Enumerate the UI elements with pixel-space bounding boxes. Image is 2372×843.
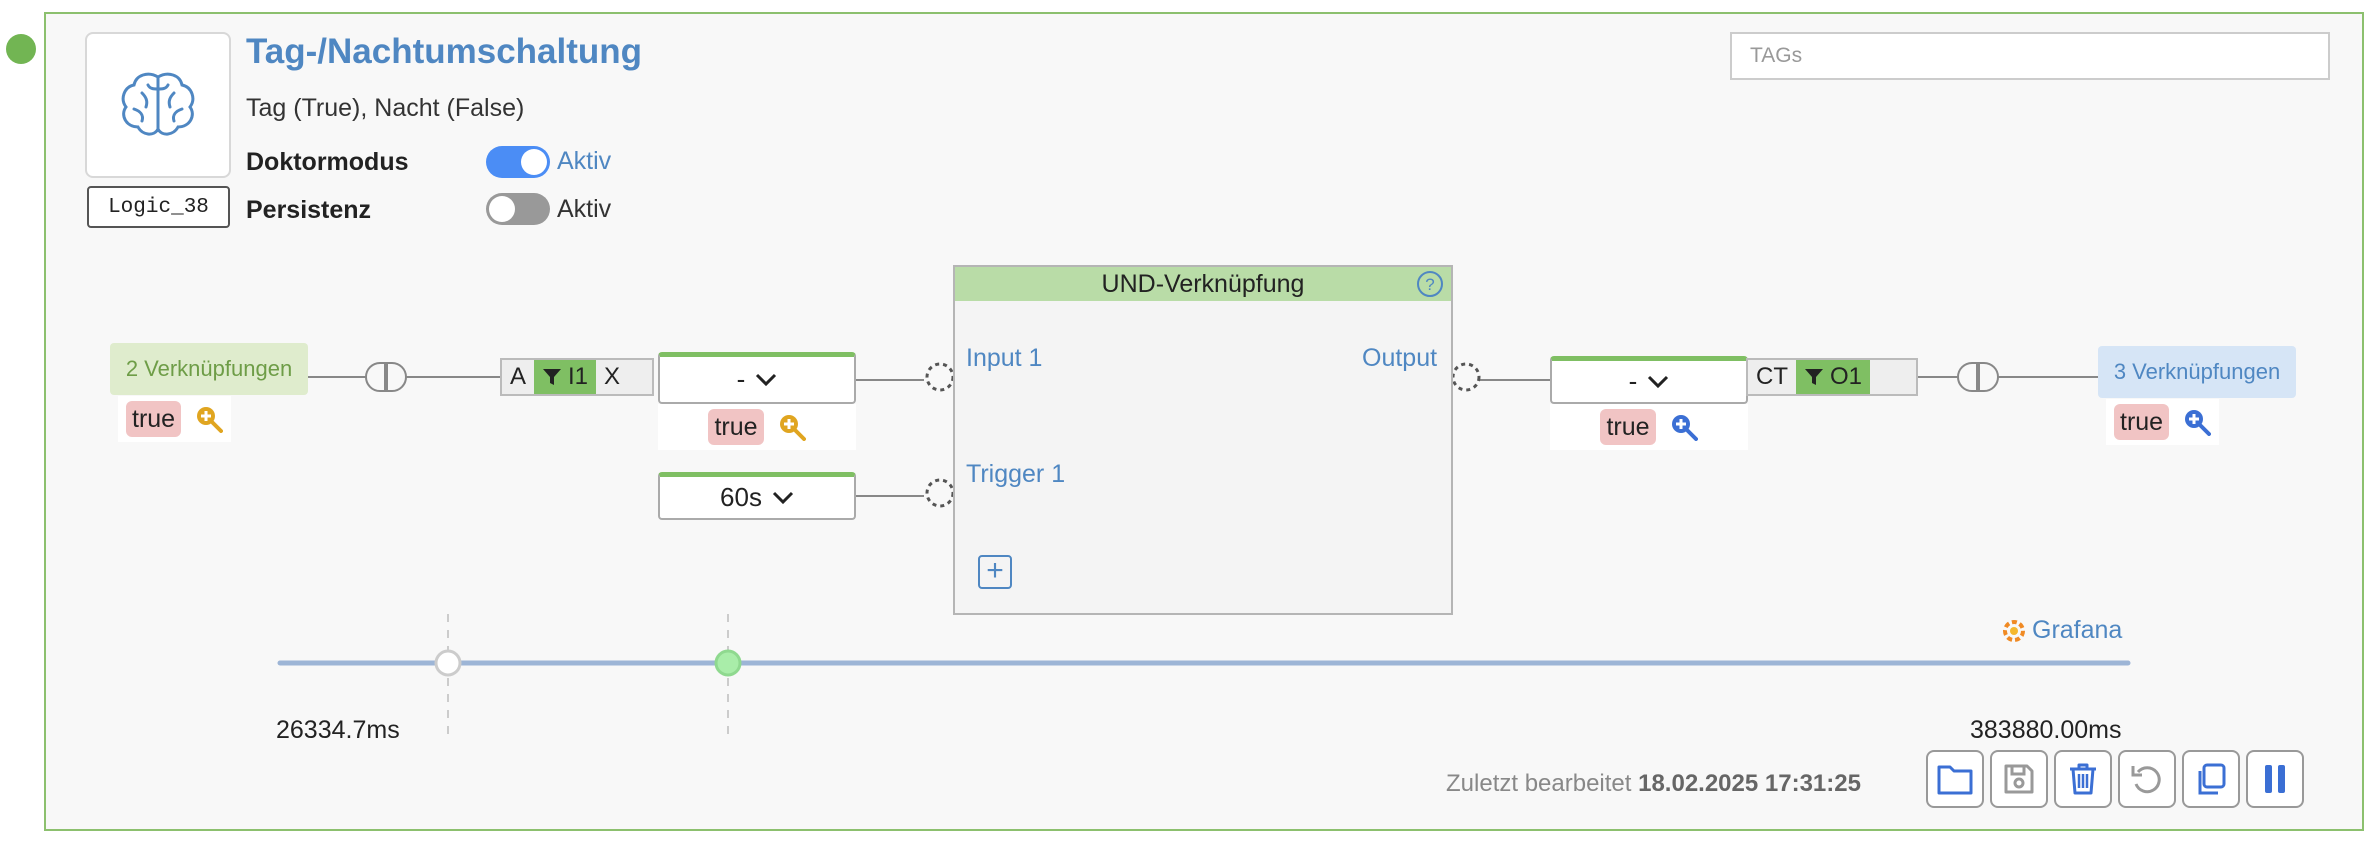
last-edited-info: Zuletzt bearbeitet 18.02.2025 17:31:25 [1446,770,1861,798]
undo-button[interactable] [2118,750,2176,808]
timeline-start-time: 26334.7ms [276,716,400,744]
block-title: Tag-/Nachtumschaltung [246,32,643,71]
pause-button[interactable] [2246,750,2304,808]
logic-id-field[interactable]: Logic_38 [87,186,230,228]
filter-segment-i1[interactable]: I1 [534,360,597,394]
svg-text:?: ? [1425,275,1434,294]
output-select[interactable]: - [1550,356,1748,404]
input-select[interactable]: - [658,352,856,404]
gate-title: UND-Verknüpfung [955,267,1451,301]
input-select-result-chip: true [708,409,764,445]
chevron-down-icon [772,491,794,504]
filter-segment-empty[interactable] [1870,360,1898,394]
output-links-badge[interactable]: 3 Verknüpfungen [2098,346,2296,398]
doctor-mode-label: Doktormodus [246,148,409,176]
output-filter-group: CT O1 [1746,358,1918,396]
brain-icon [121,72,195,136]
output-select-result-chip: true [1600,409,1656,445]
filter-icon [1805,369,1823,385]
filter-output-label: O1 [1830,363,1863,390]
timeline-end-time: 383880.00ms [1970,716,2122,744]
undo-icon [2131,766,2161,794]
filter-segment-ct[interactable]: CT [1756,363,1788,390]
zoom-in-icon[interactable] [1670,413,1698,441]
input-links-badge[interactable]: 2 Verknüpfungen [110,343,308,395]
filter-segment-a[interactable]: A [510,363,527,390]
save-button[interactable] [1990,750,2048,808]
pause-icon [2265,765,2285,793]
folder-icon [1937,765,1973,795]
zoom-in-icon[interactable] [195,405,224,433]
output-value-group: true [2106,399,2220,445]
save-icon [2004,764,2034,794]
grafana-label: Grafana [2032,616,2123,644]
filter-segment-o1[interactable]: O1 [1796,360,1871,394]
grafana-link[interactable]: Grafana [2002,616,2122,645]
zoom-in-icon[interactable] [2183,408,2212,436]
copy-button[interactable] [2182,750,2240,808]
gate-port-trigger1: Trigger 1 [966,460,1066,488]
logic-icon-box [85,32,231,178]
output-value-chip: true [2114,404,2170,440]
output-select-value: - [1628,366,1638,396]
add-port-button[interactable]: + [978,555,1012,589]
filter-icon [543,369,562,385]
open-folder-button[interactable] [1926,750,1984,808]
gate-port-output: Output [1362,344,1438,372]
chevron-down-icon [756,373,777,386]
last-edited-label: Zuletzt bearbeitet [1446,770,1632,797]
filter-input-label: I1 [568,363,589,390]
copy-icon [2198,763,2226,795]
grafana-icon [2003,619,2025,642]
output-select-result-group: true [1550,404,1748,450]
chevron-down-icon [1648,375,1669,388]
input-select-value: - [736,364,746,394]
input-select-result-group: true [658,404,856,450]
input-filter-group: A I1 X [500,358,654,396]
persistence-label: Persistenz [246,196,372,224]
trash-icon [2070,763,2096,795]
block-description: Tag (True), Nacht (False) [246,94,525,122]
and-gate-block[interactable] [953,265,1453,615]
trigger-select[interactable]: 60s [658,472,856,520]
zoom-in-icon[interactable] [778,413,806,441]
help-icon[interactable]: ? [1416,270,1444,298]
status-indicator [6,34,36,64]
input-value-chip: true [126,401,182,437]
last-edited-time: 18.02.2025 17:31:25 [1638,770,1861,797]
doctor-mode-state: Aktiv [557,147,612,175]
persistence-toggle[interactable] [486,193,550,225]
doctor-mode-toggle[interactable] [486,146,550,178]
gate-port-input1: Input 1 [966,344,1043,372]
trigger-select-value: 60s [720,482,762,512]
filter-segment-x[interactable]: X [604,363,621,390]
persistence-state: Aktiv [557,195,612,223]
tags-input[interactable] [1730,32,2330,80]
delete-button[interactable] [2054,750,2112,808]
input-value-group: true [118,396,232,442]
